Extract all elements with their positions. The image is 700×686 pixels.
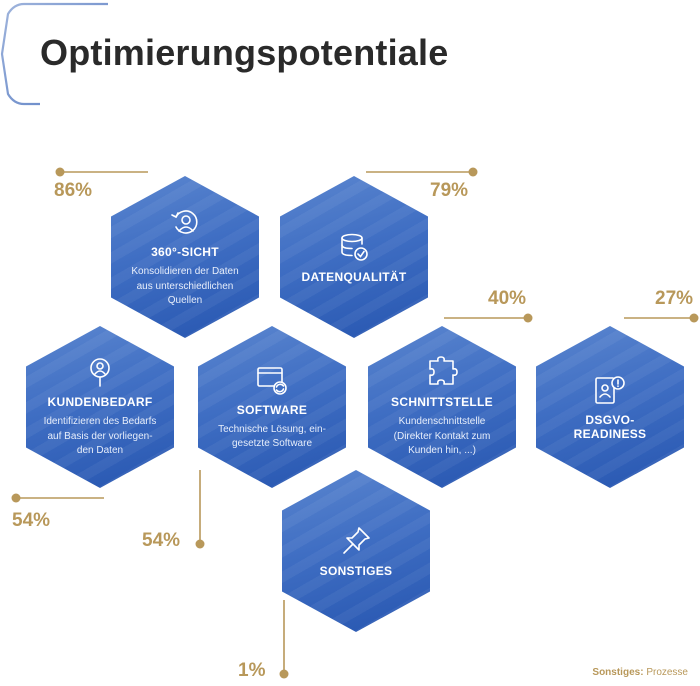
value-schnittstelle: 40% xyxy=(488,288,527,309)
person-refresh-icon xyxy=(168,205,202,239)
footnote: Sonstiges: Prozesse xyxy=(592,667,688,678)
hexagon-description: Technische Lösung, ein-gesetzte Software xyxy=(218,423,326,450)
person-alert-icon xyxy=(593,373,627,407)
value-sonstiges: 1% xyxy=(238,660,266,681)
footnote-label: Sonstiges: xyxy=(592,667,644,678)
hexagon-description: Kundenschnittstelle (Direkter Kontakt zu… xyxy=(393,416,491,457)
value-kundenbedarf: 54% xyxy=(12,510,51,531)
hexagon-title: SONSTIGES xyxy=(319,564,393,578)
value-datenqualitaet: 79% xyxy=(430,180,469,201)
page-title: Optimierungspotentiale xyxy=(40,32,449,73)
hexagon-title: SOFTWARE xyxy=(236,402,308,417)
database-check-icon xyxy=(337,230,371,264)
value-dsgvo-readiness: 27% xyxy=(655,288,694,309)
hexagon-title: DATENQUALITÄT xyxy=(301,270,407,284)
footnote-text: Prozesse xyxy=(646,667,688,678)
value-software: 54% xyxy=(142,530,181,551)
hexagon-description: Konsolidieren der Daten aus unterschiedl… xyxy=(131,266,239,307)
hexagon-title: KUNDENBEDARF xyxy=(47,395,153,410)
hexagon-360-sicht: 360°-SICHT Konsolidieren der Daten aus u… xyxy=(111,176,259,338)
pushpin-icon xyxy=(339,524,373,558)
hexagon-title: SCHNITTSTELLE xyxy=(391,395,493,410)
hexagon-kundenbedarf: KUNDENBEDARF Identifizieren des Bedarfs … xyxy=(26,326,174,488)
hexagon-title: DSGVO-READINESS xyxy=(573,413,647,441)
hexagon-description: Identifizieren des Bedarfs auf Basis der… xyxy=(43,416,157,457)
hexagon-title: 360°-SICHT xyxy=(151,245,219,260)
puzzle-icon xyxy=(425,355,459,389)
person-magnifier-icon xyxy=(83,355,117,389)
value-360-sicht: 86% xyxy=(54,180,93,201)
corner-bracket-decoration xyxy=(0,2,108,106)
hexagon-dsgvo-readiness: DSGVO-READINESS xyxy=(536,326,684,488)
window-refresh-icon xyxy=(255,363,289,397)
